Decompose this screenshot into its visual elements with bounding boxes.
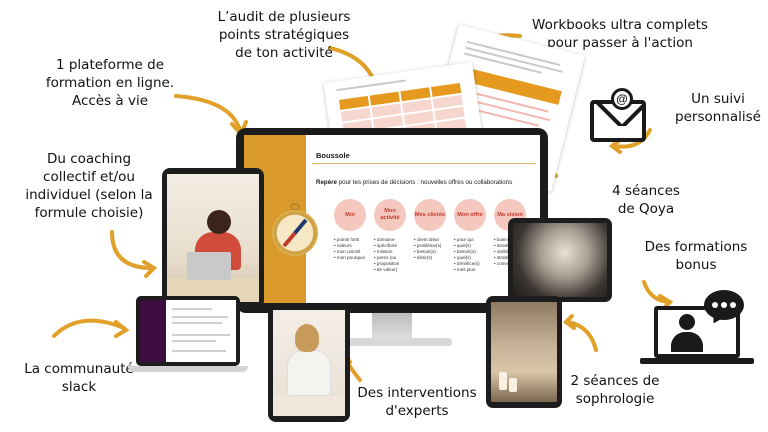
sophrologie-photo xyxy=(491,302,557,402)
coaching-photo xyxy=(167,174,259,302)
compass-icon xyxy=(272,210,318,256)
slack-screen xyxy=(140,300,236,362)
column-moi: Moi points forts valeurs mon unicité mon… xyxy=(334,199,374,261)
experts-photo xyxy=(273,310,345,416)
column-mon-offre: Mon offre pour qui quel(s) besoin(s) que… xyxy=(454,199,494,273)
caption-sophro: 2 séances de sophrologie xyxy=(570,373,660,407)
tablet-sophrologie xyxy=(486,296,562,408)
tablet-coaching xyxy=(162,168,264,308)
tablet-experts xyxy=(268,304,350,422)
caption-experts: Des interventions d'experts xyxy=(357,385,477,419)
caption-audit: L’audit de plusieurs points stratégiques… xyxy=(217,9,351,61)
caption-qoya: 4 séances de Qoya xyxy=(612,183,680,217)
caption-workbooks: Workbooks ultra complets pour passer à l… xyxy=(532,17,708,51)
caption-suivi: Un suivi personnalisé xyxy=(675,91,761,125)
page-title: Boussole xyxy=(316,151,350,160)
laptop-slack xyxy=(136,296,240,366)
tablet-qoya xyxy=(508,218,612,302)
column-mon-activite: Mon activité domaine spécificité mission… xyxy=(374,199,414,273)
caption-slack: La communauté slack xyxy=(24,361,134,395)
repere-text: Repère pour tes prises de décisions : no… xyxy=(316,179,513,186)
column-mes-clients: Mes clients client idéal problème(s) bes… xyxy=(414,199,454,261)
caption-coaching: Du coaching collectif et/ou individuel (… xyxy=(25,151,153,221)
at-icon: @ xyxy=(611,88,633,110)
caption-plateforme: 1 plateforme de formation en ligne. Accè… xyxy=(45,57,175,109)
qoya-photo xyxy=(513,223,607,297)
caption-bonus: Des formations bonus xyxy=(644,239,748,273)
